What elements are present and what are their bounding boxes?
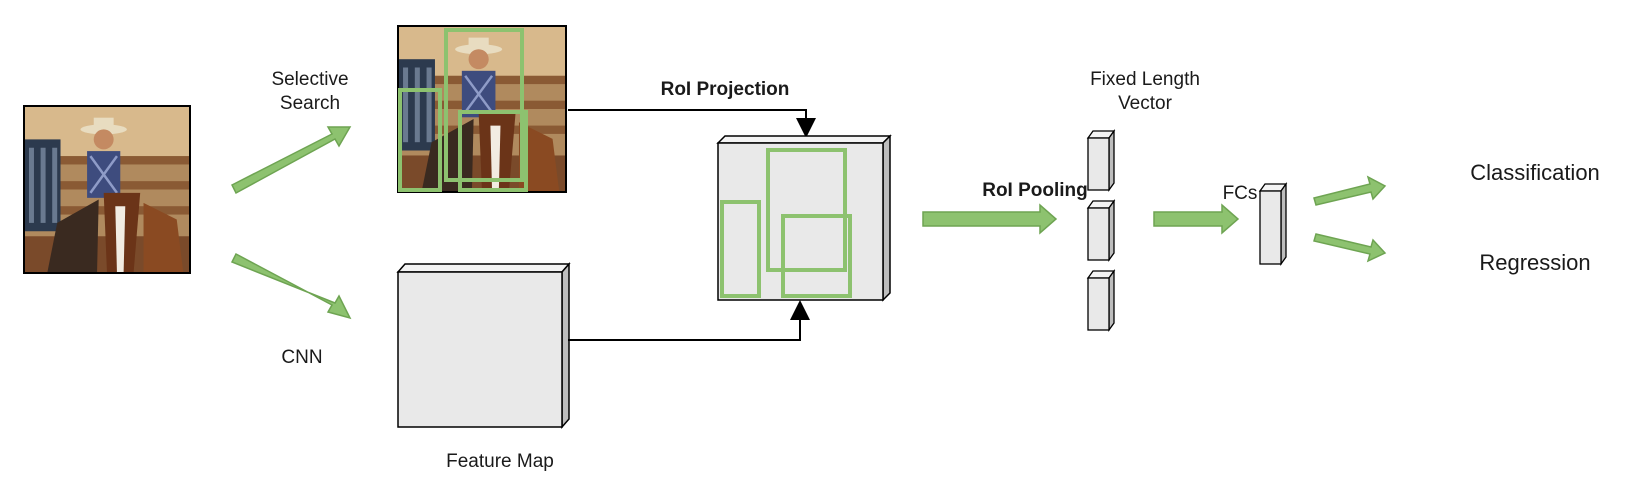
cnn-arrow <box>230 252 352 320</box>
input-photo <box>23 105 191 274</box>
fixed-length-vector <box>1086 198 1116 263</box>
roi-pooling-arrow <box>922 203 1058 235</box>
projected-roi-box <box>720 200 761 298</box>
roi-pooling-label: RoI Pooling <box>982 180 1088 201</box>
fcs-arrow <box>1153 203 1240 235</box>
proposal-box <box>444 28 524 182</box>
region-proposal-photo <box>397 25 567 193</box>
projected-feature-map <box>716 134 892 302</box>
selective-search-label-line1: Selective <box>271 69 349 90</box>
selective-search-label: Selective Search <box>245 68 375 116</box>
fixed-length-label-line1: Fixed Length <box>1090 69 1200 90</box>
feature-map-box <box>396 262 571 429</box>
classification-arrow <box>1313 175 1387 206</box>
regression-label: Regression <box>1479 250 1591 275</box>
cnn-label: CNN <box>281 347 323 368</box>
roi-projection-label: RoI Projection <box>660 79 790 100</box>
selective-search-arrow <box>230 126 352 195</box>
feature-map-connector <box>568 300 810 341</box>
output-vector <box>1258 181 1288 267</box>
classification-label: Classification <box>1470 160 1600 185</box>
feature-map-label: Feature Map <box>446 451 554 472</box>
selective-search-label-line2: Search <box>279 93 341 114</box>
roi-projection-connector <box>568 109 816 138</box>
fcs-label: FCs <box>1222 183 1258 204</box>
fixed-length-vector <box>1086 128 1116 193</box>
projected-roi-box <box>766 148 847 272</box>
regression-arrow <box>1313 233 1387 263</box>
proposal-box <box>398 88 442 192</box>
proposal-box <box>458 110 528 192</box>
fixed-length-vector <box>1086 268 1116 333</box>
projected-roi-box <box>781 214 852 298</box>
fixed-length-vector-label: Fixed Length Vector <box>1065 68 1225 116</box>
fixed-length-label-line2: Vector <box>1118 93 1172 114</box>
